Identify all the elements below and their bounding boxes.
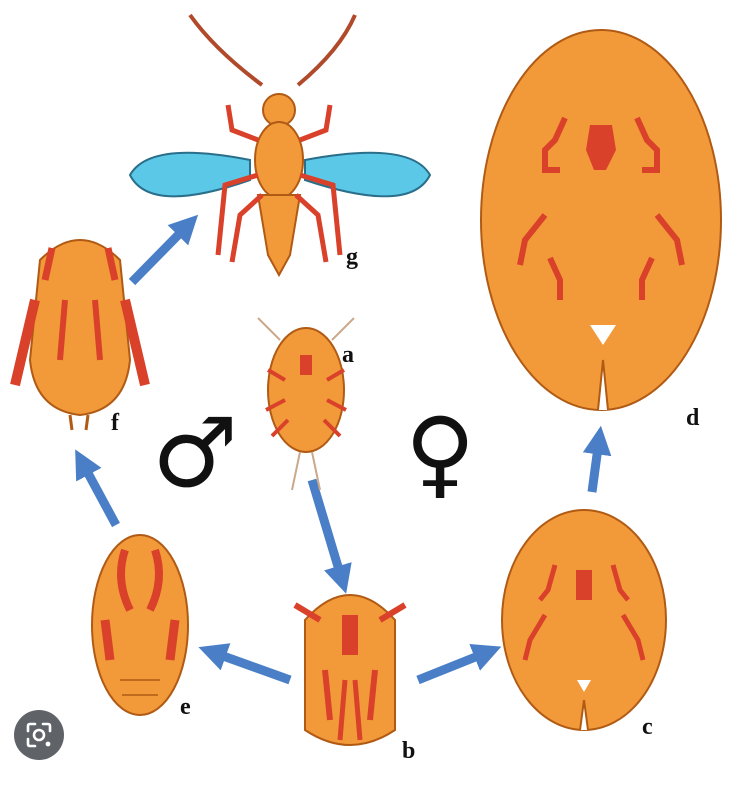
stage-c-nymph bbox=[502, 510, 666, 730]
stage-label-a: a bbox=[342, 342, 354, 369]
stage-d-adult-female bbox=[481, 30, 721, 410]
stage-label-e: e bbox=[180, 694, 191, 721]
stage-label-f: f bbox=[111, 410, 119, 437]
arrow-a-to-b bbox=[312, 480, 342, 580]
female-symbol: ♀ bbox=[405, 405, 475, 501]
male-symbol: ♂ bbox=[152, 405, 238, 501]
arrow-e-to-f bbox=[82, 462, 116, 525]
arrow-b-to-c bbox=[418, 652, 488, 680]
stage-label-d: d bbox=[686, 405, 699, 432]
stage-f-pupa bbox=[15, 240, 145, 430]
stage-label-g: g bbox=[346, 244, 358, 271]
arrow-b-to-e bbox=[212, 652, 290, 680]
stage-label-b: b bbox=[402, 738, 415, 765]
stage-label-c: c bbox=[642, 714, 653, 741]
google-lens-button[interactable] bbox=[14, 710, 64, 760]
google-lens-icon bbox=[24, 720, 54, 750]
stage-b-nymph bbox=[295, 595, 405, 745]
stage-e-prepupa bbox=[92, 535, 188, 715]
arrow-f-to-g bbox=[132, 225, 188, 282]
stage-a-crawler bbox=[258, 318, 354, 490]
arrow-c-to-d bbox=[592, 440, 599, 492]
